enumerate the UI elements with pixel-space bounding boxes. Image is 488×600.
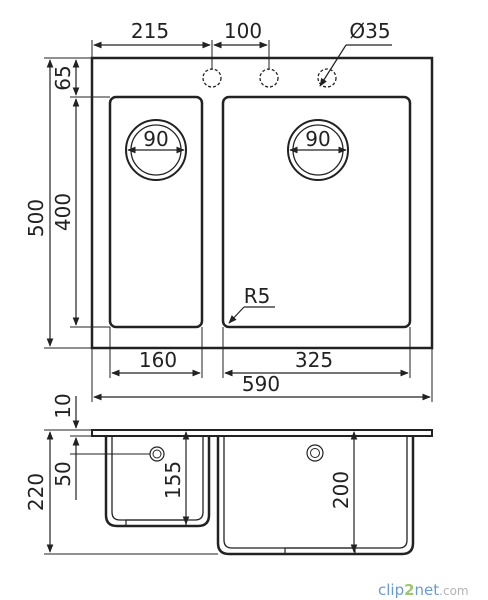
left-bowl — [108, 95, 204, 329]
left-bowl-section — [104, 436, 211, 528]
dim-215-label: 215 — [131, 19, 169, 43]
dim-590-label: 590 — [242, 372, 280, 396]
watermark-part-4: .com — [439, 584, 468, 598]
watermark-part-3: net — [415, 581, 440, 599]
left-drain: 90 — [125, 119, 187, 181]
drain-right-label: 90 — [305, 127, 330, 151]
side-view: 10 50 220 155 200 — [24, 393, 433, 556]
faucet-hole — [317, 68, 337, 88]
dim-100-label: 100 — [224, 19, 262, 43]
right-drain: 90 — [287, 119, 349, 181]
dim-160-label: 160 — [139, 348, 177, 372]
dim-10-label: 10 — [51, 393, 75, 418]
dim-65-label: 65 — [51, 65, 75, 90]
sink-deck-profile — [91, 429, 433, 437]
sink-outline — [90, 56, 434, 350]
drain-left-label: 90 — [143, 127, 168, 151]
hole-diameter-label: Ø35 — [349, 19, 390, 43]
watermark-part-2: 2 — [404, 581, 414, 599]
faucet-hole — [259, 68, 279, 88]
dim-220-label: 220 — [24, 473, 48, 511]
faucet-hole — [202, 68, 222, 88]
overflow-hole-right — [306, 444, 324, 462]
dim-325-label: 325 — [295, 348, 333, 372]
dim-500-label: 500 — [24, 199, 48, 237]
overflow-hole-left — [149, 446, 165, 462]
svg-text:clip2net.com: clip2net.com — [378, 581, 469, 599]
right-bowl — [221, 95, 412, 329]
watermark-part-1: clip — [378, 581, 404, 599]
dim-200-label: 200 — [329, 471, 353, 509]
dim-400-label: 400 — [51, 193, 75, 231]
top-view: 90 90 215 100 Ø35 500 65 — [24, 19, 434, 402]
radius-label: R5 — [244, 284, 271, 308]
watermark-logo: clip2net.com — [378, 581, 469, 599]
dim-155-label: 155 — [161, 461, 185, 499]
dim-50-label: 50 — [51, 461, 75, 486]
right-bowl-section — [216, 436, 415, 556]
